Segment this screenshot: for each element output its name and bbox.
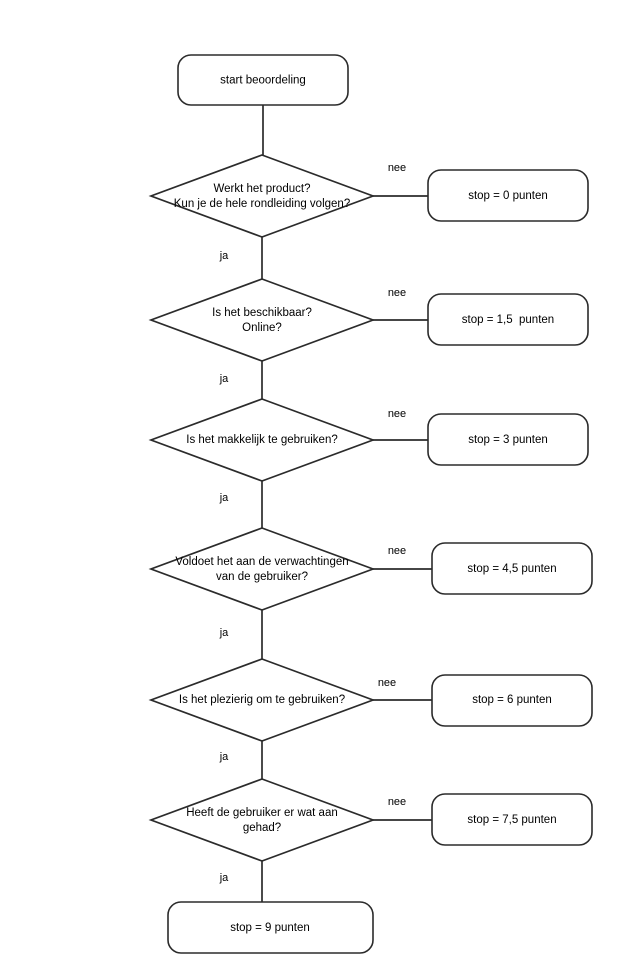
node-outcome-5[interactable]: stop = 6 punten: [431, 674, 593, 727]
node-start[interactable]: start beoordeling: [177, 54, 349, 106]
node-q6[interactable]: Heeft de gebruiker er wat aan gehad?: [148, 778, 376, 862]
q2-diamond-shape: [148, 278, 376, 362]
node-q3[interactable]: Is het makkelijk te gebruiken?: [148, 398, 376, 482]
node-final[interactable]: stop = 9 punten: [167, 901, 374, 954]
q3-question-line1: Is het makkelijk te gebruiken?: [186, 434, 338, 446]
outcome-4-label: stop = 4,5 punten: [467, 563, 556, 575]
q6-question-line1: Heeft de gebruiker er wat aan: [186, 807, 338, 819]
node-outcome-2[interactable]: stop = 1,5 punten: [427, 293, 589, 346]
q4-question-line1: Voldoet het aan de verwachtingen: [175, 556, 348, 568]
q1-question-line1: Werkt het product?: [214, 183, 311, 195]
final-node-shape: [167, 901, 374, 954]
q5-question-line1: Is het plezierig om te gebruiken?: [179, 694, 345, 706]
node-q1[interactable]: Werkt het product? Kun je de hele rondle…: [148, 154, 376, 238]
q2-question-line2: Online?: [242, 322, 282, 334]
q6-no-label: nee: [388, 796, 406, 808]
q2-no-label: nee: [388, 287, 406, 299]
q3-yes-label: ja: [219, 492, 229, 504]
q4-question-line2: van de gebruiker?: [216, 571, 308, 583]
q3-no-label: nee: [388, 408, 406, 420]
node-outcome-3[interactable]: stop = 3 punten: [427, 413, 589, 466]
node-q4[interactable]: Voldoet het aan de verwachtingen van de …: [148, 527, 376, 611]
q5-yes-label: ja: [219, 751, 229, 763]
outcome-6-label: stop = 7,5 punten: [467, 814, 556, 826]
q2-question-line1: Is het beschikbaar?: [212, 307, 312, 319]
final-node-label: stop = 9 punten: [230, 922, 310, 934]
outcome-1-label: stop = 0 punten: [468, 190, 548, 202]
node-q5[interactable]: Is het plezierig om te gebruiken?: [148, 658, 376, 742]
node-q2[interactable]: Is het beschikbaar? Online?: [148, 278, 376, 362]
outcome-3-shape: [427, 413, 589, 466]
q1-yes-label: ja: [219, 250, 229, 262]
q6-yes-label: ja: [219, 872, 229, 884]
q1-question-line2: Kun je de hele rondleiding volgen?: [174, 198, 350, 210]
outcome-2-label: stop = 1,5 punten: [462, 314, 554, 326]
node-outcome-1[interactable]: stop = 0 punten: [427, 169, 589, 222]
node-outcome-6[interactable]: stop = 7,5 punten: [431, 793, 593, 846]
q4-diamond-shape: [148, 527, 376, 611]
outcome-2-shape: [427, 293, 589, 346]
outcome-1-shape: [427, 169, 589, 222]
q1-no-label: nee: [388, 162, 406, 174]
q5-no-label: nee: [378, 677, 396, 689]
q4-no-label: nee: [388, 545, 406, 557]
node-outcome-4[interactable]: stop = 4,5 punten: [431, 542, 593, 595]
q6-question-line2: gehad?: [243, 822, 281, 834]
start-node-label: start beoordeling: [220, 75, 306, 87]
outcome-5-label: stop = 6 punten: [472, 694, 552, 706]
q6-diamond-shape: [148, 778, 376, 862]
q4-yes-label: ja: [219, 627, 229, 639]
q1-diamond-shape: [148, 154, 376, 238]
outcome-5-shape: [431, 674, 593, 727]
outcome-4-shape: [431, 542, 593, 595]
outcome-6-shape: [431, 793, 593, 846]
outcome-3-label: stop = 3 punten: [468, 434, 548, 446]
q2-yes-label: ja: [219, 373, 229, 385]
